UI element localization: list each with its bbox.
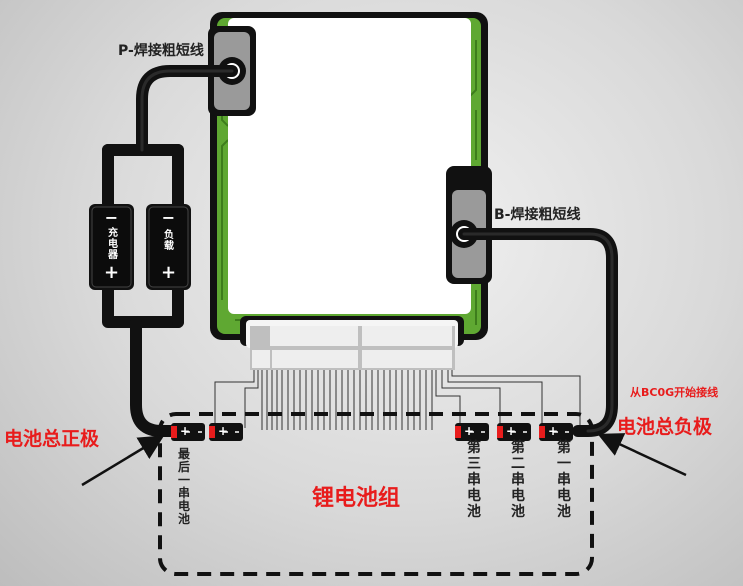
balance-wires (214, 370, 581, 430)
battery-pack-outline (158, 412, 594, 576)
charger-label: 充电器 (108, 228, 118, 261)
cell-plus-sign: + (505, 424, 517, 438)
b-minus-pad (446, 166, 492, 284)
b-wire-label: B-焊接粗短线 (494, 207, 581, 223)
charger-minus-sign: − (104, 208, 119, 227)
cell-plus-sign: + (547, 424, 559, 438)
cell-plus-sign: + (217, 424, 229, 438)
load-plus-sign: + (160, 262, 177, 283)
pack-negative-label: 电池总负极 (617, 416, 713, 438)
cell-plus-sign: + (179, 424, 191, 438)
positive-arrow (81, 435, 165, 487)
battery-pack-title: 锂电池组 (312, 486, 401, 511)
first-cell-label: 第一串电池 (557, 440, 571, 520)
load-label: 负载 (164, 230, 174, 252)
pack-positive-label: 电池总正极 (4, 428, 100, 450)
load-minus-sign: − (161, 208, 176, 227)
load (146, 204, 191, 290)
pack-positive-wire (130, 316, 181, 437)
negative-arrow (597, 433, 687, 477)
start-note-label: 从BC0G开始接线 (630, 386, 719, 399)
charger (89, 204, 134, 290)
p-wire-label: P-焊接粗短线 (118, 43, 204, 59)
last-cell-label: 最后一串电池 (177, 447, 190, 526)
balance-connector (250, 326, 455, 370)
cell-plus-sign: + (463, 424, 475, 438)
second-cell-label: 第二串电池 (511, 440, 525, 520)
third-cell-label: 第三串电池 (467, 440, 481, 520)
charger-plus-sign: + (103, 262, 120, 283)
